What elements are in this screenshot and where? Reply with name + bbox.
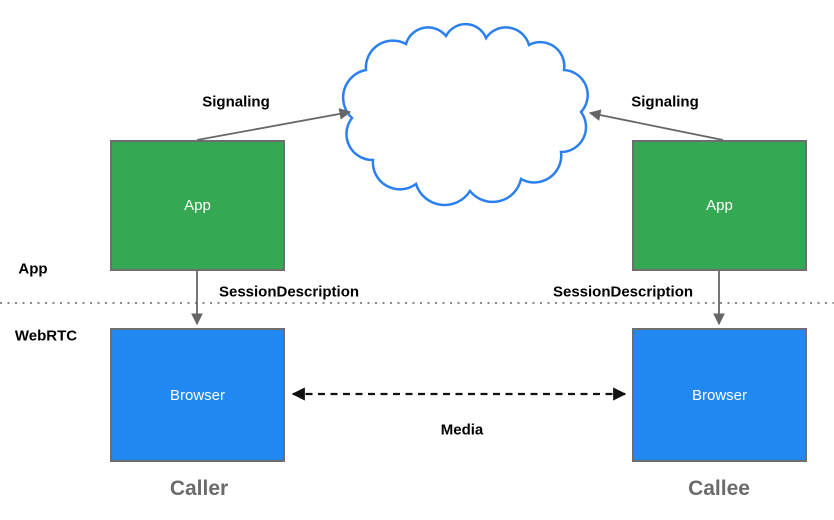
callee-app-label: App — [706, 197, 733, 214]
session-description-label-left: SessionDescription — [218, 283, 360, 301]
signaling-label-left: Signaling — [202, 93, 270, 111]
caller-app-label: App — [184, 197, 211, 214]
media-label: Media — [440, 421, 484, 439]
layer-label-webrtc: WebRTC — [14, 327, 78, 345]
callee-browser-label: Browser — [691, 386, 747, 404]
callee-browser-box: Browser — [632, 328, 807, 462]
caller-browser-box: Browser — [110, 328, 285, 462]
caller-role-label: Caller — [169, 477, 229, 500]
layer-label-app: App — [18, 260, 48, 278]
caller-browser-label: Browser — [169, 386, 225, 404]
signaling-arrow-left — [196, 108, 352, 141]
signaling-arrow-right — [588, 109, 724, 141]
signaling-label-right: Signaling — [631, 93, 699, 111]
callee-app-box: App — [632, 140, 807, 271]
caller-app-box: App — [110, 140, 285, 271]
internet-cloud-icon — [341, 22, 589, 207]
callee-role-label: Callee — [688, 477, 750, 500]
session-description-label-right: SessionDescription — [552, 283, 694, 301]
